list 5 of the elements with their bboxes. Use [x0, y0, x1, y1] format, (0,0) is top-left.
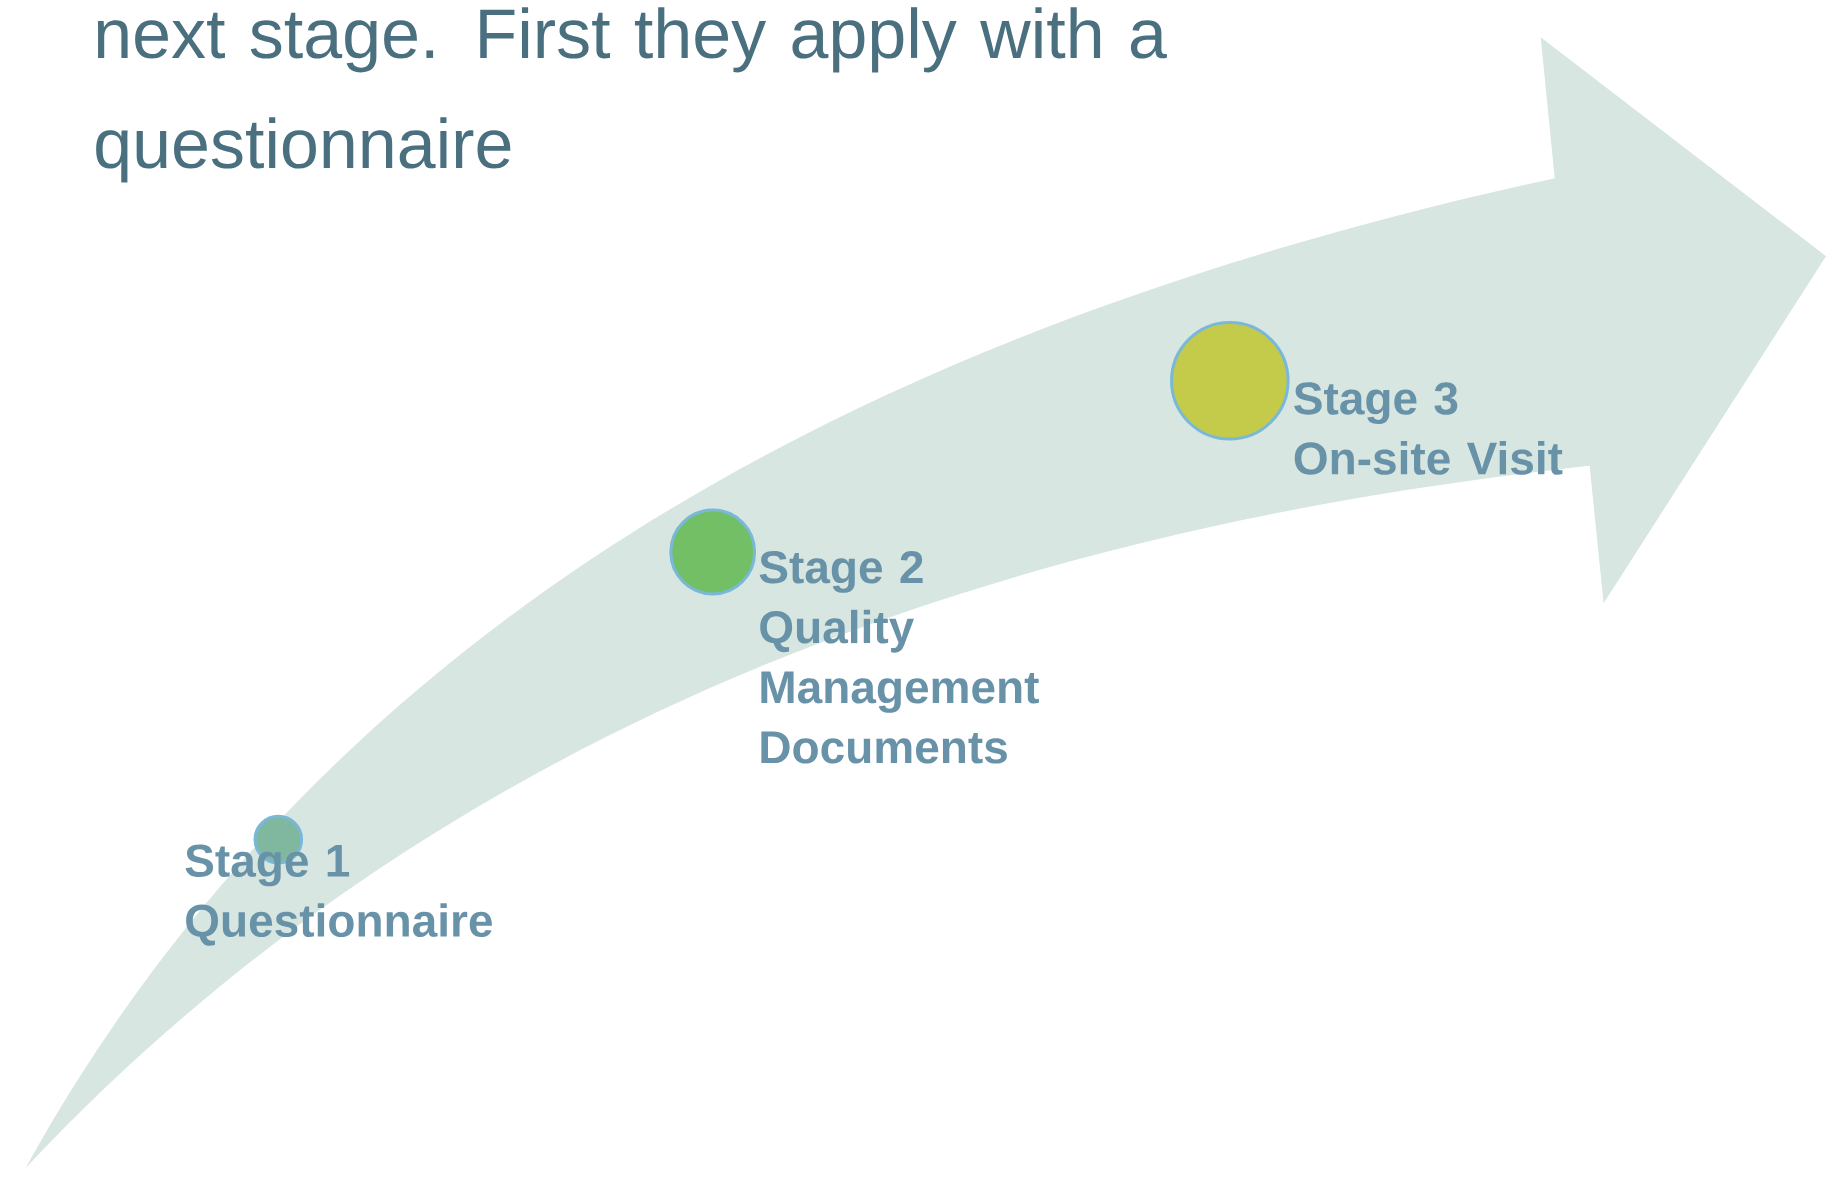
stage-label: Stage 2 Quality Management Documents: [759, 551, 1039, 764]
heading-text: next stage. First they apply with a questionnaire: [96, 7, 1167, 183]
stage-circle: [669, 508, 757, 596]
stage-label: Stage 3 On-site Visit: [1294, 382, 1563, 475]
stage-circle: [1170, 321, 1290, 441]
